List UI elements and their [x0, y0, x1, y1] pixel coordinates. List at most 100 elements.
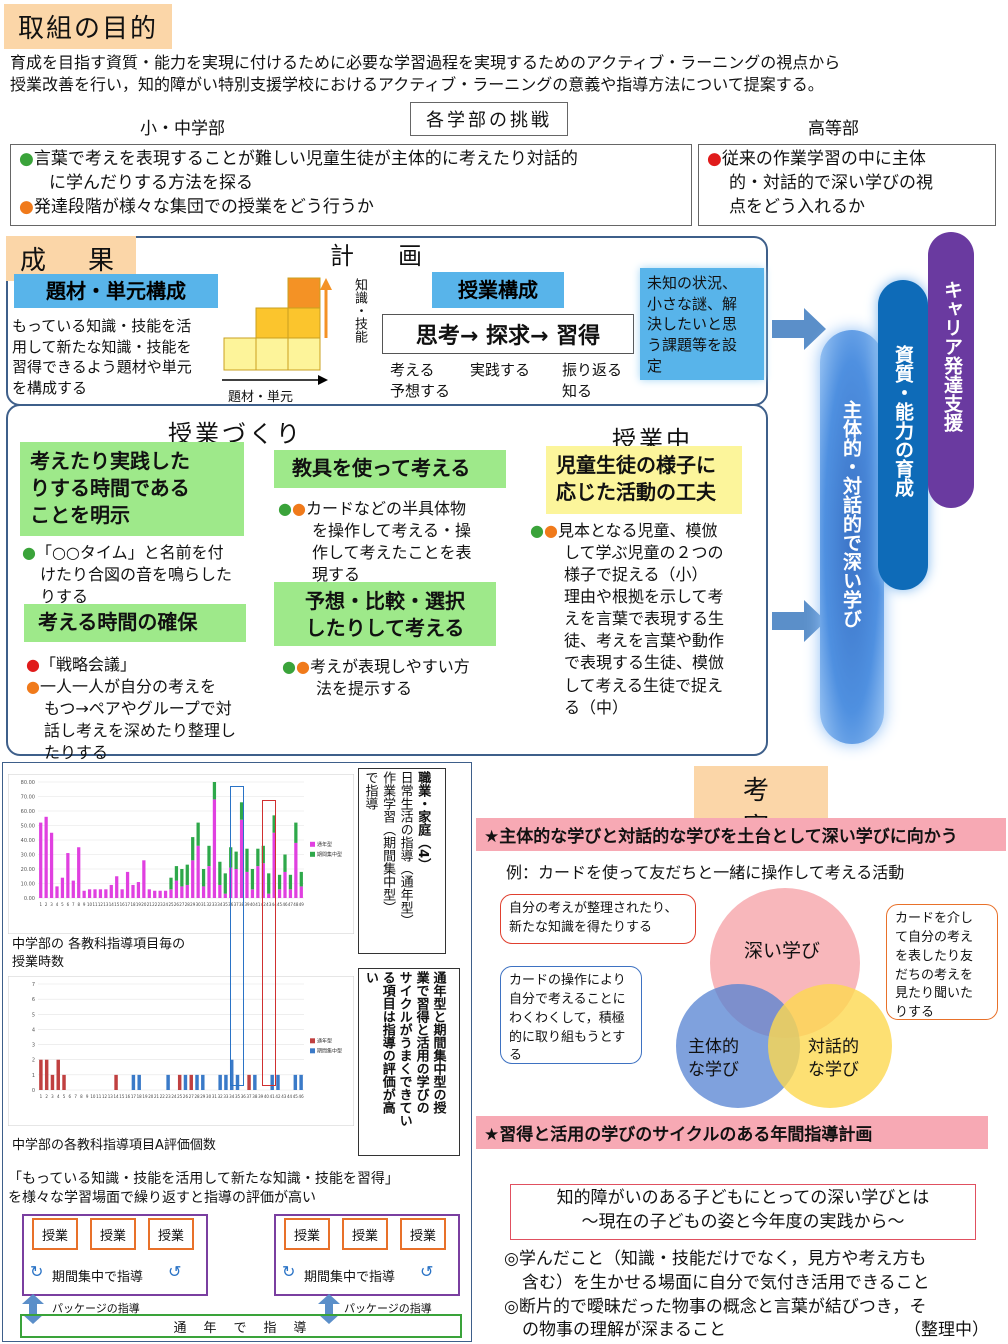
x-tick-label: 15	[119, 1094, 125, 1099]
bar-yearlong	[77, 847, 81, 898]
elementary-title: 小・中学部	[140, 119, 225, 139]
charts-summary: 「もっている知識・技能を活用して新たな知識・技能を習得」 を様々な学習場面で繰り…	[8, 1170, 472, 1209]
x-tick-label: 27	[189, 1094, 195, 1099]
green-dot-icon: ●	[22, 543, 36, 562]
x-tick-label: 22	[160, 1094, 166, 1099]
legend-label: 期間集中型	[317, 1047, 342, 1054]
label-line: 児童生徒の様子に	[556, 453, 716, 477]
callout-line: 職業・家庭（4）	[415, 771, 431, 872]
cycle-arrow-icon: ↻	[282, 1262, 296, 1281]
venn-deep-label: 深い学び	[744, 940, 821, 962]
plan-title: 計 画	[330, 242, 432, 270]
note-line: 法を提示する	[316, 679, 413, 699]
note-line: 作して考えたことを表	[312, 543, 472, 563]
cycle-arrow-icon: ↺	[420, 1262, 434, 1281]
label-line: 応じた活動の工夫	[556, 480, 716, 504]
bar-yearlong	[196, 845, 200, 898]
orange-dot-icon: ●	[291, 499, 306, 518]
callout-line: カードの操作により	[509, 973, 626, 988]
bar-period	[191, 837, 195, 861]
lesson-box: 授業	[90, 1218, 136, 1250]
topic-label: 題材・単元構成	[14, 274, 218, 308]
x-tick-label: 34	[229, 1094, 235, 1099]
bar-yearlong	[267, 893, 271, 898]
chart2-caption: 中学部の各教科指導項目A評価個数	[12, 1138, 216, 1153]
green-dot-icon: ●	[282, 657, 296, 676]
bar-yearlong	[82, 890, 86, 898]
flow-note: 知る	[562, 381, 593, 400]
y-tick-label: 80.00	[21, 780, 35, 786]
bar-period	[293, 1074, 298, 1090]
bar-yearlong	[104, 889, 108, 898]
green-dot-icon: ●	[278, 499, 292, 518]
bar-yearlong	[288, 889, 293, 898]
y-tick-label: 70.00	[21, 795, 35, 801]
note-line: を操作して考える・操	[312, 521, 472, 541]
note-line: 話し考えを深めたり整理し	[44, 721, 237, 741]
lesson-box: 授業	[284, 1218, 330, 1250]
x-tick-label: 18	[130, 902, 136, 907]
red-dot-icon: ●	[707, 149, 722, 169]
bar-period	[183, 1074, 188, 1090]
x-tick-label: 2	[45, 902, 48, 907]
callout-line: 日常生活の指導（通年型）	[397, 771, 413, 927]
venn-dialog-label: 対話的な学び	[808, 1036, 859, 1082]
x-tick-label: 45	[293, 1094, 299, 1099]
bar-period	[224, 1074, 228, 1090]
y-tick-label: 6	[32, 997, 35, 1003]
x-tick-label: 37	[247, 1094, 253, 1099]
x-tick-label: 26	[174, 902, 180, 907]
note-line: カードなどの半具体物	[305, 499, 466, 518]
deep-learning-pill-label: 主体的・対話的で深い学び	[840, 400, 862, 628]
unknown-line: う課題等を設	[647, 336, 738, 355]
y-tick-label: 0	[32, 1088, 35, 1094]
callout-line: 的に取り組もうとす	[509, 1029, 626, 1045]
challenge-text: 従来の作業学習の中に主体	[721, 149, 926, 169]
bar-period	[234, 851, 238, 869]
bar-yearlong	[212, 799, 217, 898]
x-tick-label: 27	[179, 902, 185, 907]
bar-yearlong	[189, 1074, 193, 1090]
callout-cycle: 通年型と期間集中型の授 業で習得と活用の学びの サイクルがうまくできてい る項目…	[358, 968, 460, 1156]
label-line: したりして考える	[305, 616, 465, 640]
callout-line: 自分で考えることに	[509, 991, 626, 1007]
callout-line: て自分の考え	[895, 929, 974, 945]
x-tick-label: 13	[108, 1094, 114, 1099]
callout-line: カードを介し	[895, 911, 974, 926]
bar-period	[166, 1074, 170, 1090]
note-line: 「○○タイム」と名前を付	[35, 543, 224, 562]
chart-background	[8, 976, 354, 1126]
y-tick-label: 40.00	[21, 838, 35, 844]
point-line: ◎学んだこと（知識・技能だけでなく，見方や考え方も	[504, 1249, 927, 1269]
x-tick-label: 12	[102, 1094, 108, 1099]
x-tick-label: 40	[250, 902, 256, 907]
venn-self-label: 主体的な学び	[688, 1036, 739, 1082]
y-tick-label: 50.00	[21, 824, 35, 830]
bar-period	[185, 864, 189, 885]
x-tick-label: 11	[92, 902, 98, 907]
x-tick-label: 21	[147, 902, 153, 907]
cycle-group-right	[274, 1214, 460, 1296]
legend-swatch	[310, 841, 315, 847]
callout-line: 新たな知識を得たりする	[509, 919, 653, 935]
x-tick-label: 11	[96, 1094, 102, 1099]
x-tick-label: 38	[252, 1094, 258, 1099]
lesson-box: 授業	[148, 1218, 194, 1250]
x-tick-label: 14	[109, 902, 115, 907]
unknown-situation-box: 未知の状況、 小さな謎、解 決したいと思 う課題等を設 定	[640, 268, 764, 380]
y-tick-label: 1	[32, 1073, 35, 1079]
callout-line: りする	[895, 1005, 935, 1021]
x-tick-label: 9	[86, 1094, 89, 1099]
bar-yearlong	[49, 832, 54, 898]
y-tick-label: 10.00	[21, 882, 35, 888]
bar-yearlong	[174, 880, 179, 898]
career-pill	[928, 232, 974, 508]
make-time-explicit-label: 考えたり実践したりする時間であることを明示	[20, 442, 244, 536]
bar-yearlong	[163, 890, 168, 898]
bar-yearlong	[191, 860, 195, 898]
label-line: 考えたり実践した	[30, 449, 190, 473]
x-tick-label: 32	[218, 1094, 224, 1099]
package-label-left: パッケージの指導	[52, 1302, 140, 1315]
bar-yearlong	[201, 886, 206, 898]
